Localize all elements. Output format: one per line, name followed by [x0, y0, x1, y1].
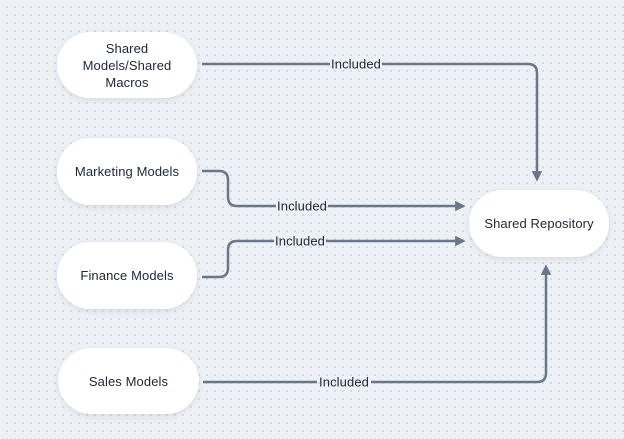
edge-label-included-shared-models: Included: [331, 56, 381, 72]
node-sales-models: Sales Models: [58, 348, 199, 414]
node-finance-models-label: Finance Models: [80, 268, 174, 283]
edge-label-included-marketing: Included: [277, 198, 327, 214]
edge-label-included-finance: Included: [275, 233, 325, 249]
node-shared-repository-label: Shared Repository: [484, 216, 594, 231]
node-shared-repository: Shared Repository: [469, 190, 609, 257]
edge-marketing-to-repository-segment-1: [202, 169, 276, 208]
edge-label-included-sales: Included: [319, 374, 369, 390]
node-marketing-models: Marketing Models: [57, 138, 197, 205]
edge-sales-to-repository-segment-2: [371, 264, 552, 384]
edge-finance-to-repository-segment-1: [202, 239, 274, 279]
node-shared-models: Shared Models/Shared Macros: [57, 32, 197, 98]
node-shared-models-label: Shared Models/Shared Macros: [82, 40, 172, 90]
edge-shared-models-to-repository-segment-2: [382, 62, 543, 182]
node-marketing-models-label: Marketing Models: [74, 164, 180, 179]
node-finance-models: Finance Models: [57, 242, 197, 309]
node-sales-models-label: Sales Models: [88, 373, 169, 389]
